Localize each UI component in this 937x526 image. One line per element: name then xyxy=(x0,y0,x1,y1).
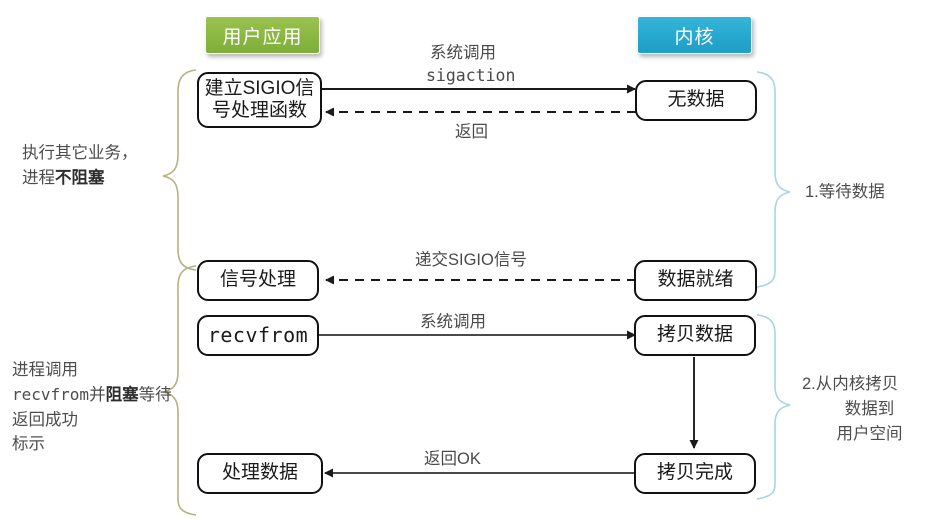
node-process-data[interactable]: 处理数据 xyxy=(197,453,323,494)
node-copy-data[interactable]: 拷贝数据 xyxy=(634,315,756,356)
side-label-right-bottom: 2.从内核拷贝 数据到 用户空间 xyxy=(802,372,937,446)
node-recvfrom[interactable]: recvfrom xyxy=(197,315,319,356)
side-label-left-top: 执行其它业务， 进程不阻塞 xyxy=(22,141,167,191)
node-no-data[interactable]: 无数据 xyxy=(635,80,757,121)
side-label-left-bottom-line3: 标示 xyxy=(12,435,45,454)
side-label-left-bottom-line2: recvfrom并阻塞等待返回成功 xyxy=(12,383,172,433)
arrow-label-syscall: 系统调用 xyxy=(420,313,486,331)
arrow-label-return: 返回 xyxy=(455,123,488,141)
arrow-label-syscall-sigaction-line2: sigaction xyxy=(426,66,516,85)
side-label-right-top-text: 1.等待数据 xyxy=(805,183,885,201)
side-label-left-top-line1: 执行其它业务， xyxy=(22,144,138,162)
node-copy-done[interactable]: 拷贝完成 xyxy=(634,453,756,494)
node-process-data-label: 处理数据 xyxy=(221,462,298,484)
side-label-left-bottom-suffix1: 并 xyxy=(89,385,106,404)
left-brace-bottom xyxy=(162,265,197,516)
side-label-right-bottom-line3: 用户空间 xyxy=(836,424,903,443)
header-kernel: 内核 xyxy=(637,16,752,54)
node-setup-sigio-label: 建立SIGIO信 号处理函数 xyxy=(204,77,315,121)
side-label-left-top-line2-prefix: 进程 xyxy=(22,168,55,187)
right-brace-bottom xyxy=(756,314,791,500)
header-kernel-label: 内核 xyxy=(674,26,715,48)
node-signal-handle-label: 信号处理 xyxy=(219,269,296,291)
header-user-app: 用户应用 xyxy=(205,16,320,54)
node-copy-data-label: 拷贝数据 xyxy=(656,324,733,346)
side-label-left-bottom-bold: 阻塞 xyxy=(105,385,139,404)
side-label-left-bottom: 进程调用 recvfrom并阻塞等待返回成功 标示 xyxy=(12,358,172,457)
left-brace-top xyxy=(162,69,197,271)
node-signal-handle[interactable]: 信号处理 xyxy=(197,260,319,301)
side-label-right-bottom-line2: 数据到 xyxy=(844,399,895,418)
arrow-label-return-ok: 返回OK xyxy=(424,450,481,468)
node-copy-done-label: 拷贝完成 xyxy=(656,462,733,484)
arrow-label-deliver-sigio: 递交SIGIO信号 xyxy=(415,251,527,269)
side-label-left-bottom-mono: recvfrom xyxy=(12,384,90,404)
side-label-left-bottom-suffix2: 等待返回成功 xyxy=(12,385,172,429)
node-no-data-label: 无数据 xyxy=(667,89,725,111)
side-label-left-bottom-line1: 进程调用 xyxy=(12,361,78,379)
node-setup-sigio[interactable]: 建立SIGIO信 号处理函数 xyxy=(197,72,322,128)
side-label-right-bottom-line1: 2.从内核拷贝 xyxy=(802,375,899,393)
node-data-ready-label: 数据就绪 xyxy=(657,269,734,291)
side-label-left-top-line2-bold: 不阻塞 xyxy=(55,168,105,187)
side-label-right-top: 1.等待数据 xyxy=(805,180,930,205)
node-recvfrom-label: recvfrom xyxy=(207,322,309,347)
right-brace-top xyxy=(756,71,791,288)
node-data-ready[interactable]: 数据就绪 xyxy=(634,260,757,301)
side-label-left-top-line2: 进程不阻塞 xyxy=(22,166,167,191)
header-user-app-label: 用户应用 xyxy=(222,26,303,48)
arrow-label-syscall-sigaction-line1: 系统调用 xyxy=(430,44,496,62)
